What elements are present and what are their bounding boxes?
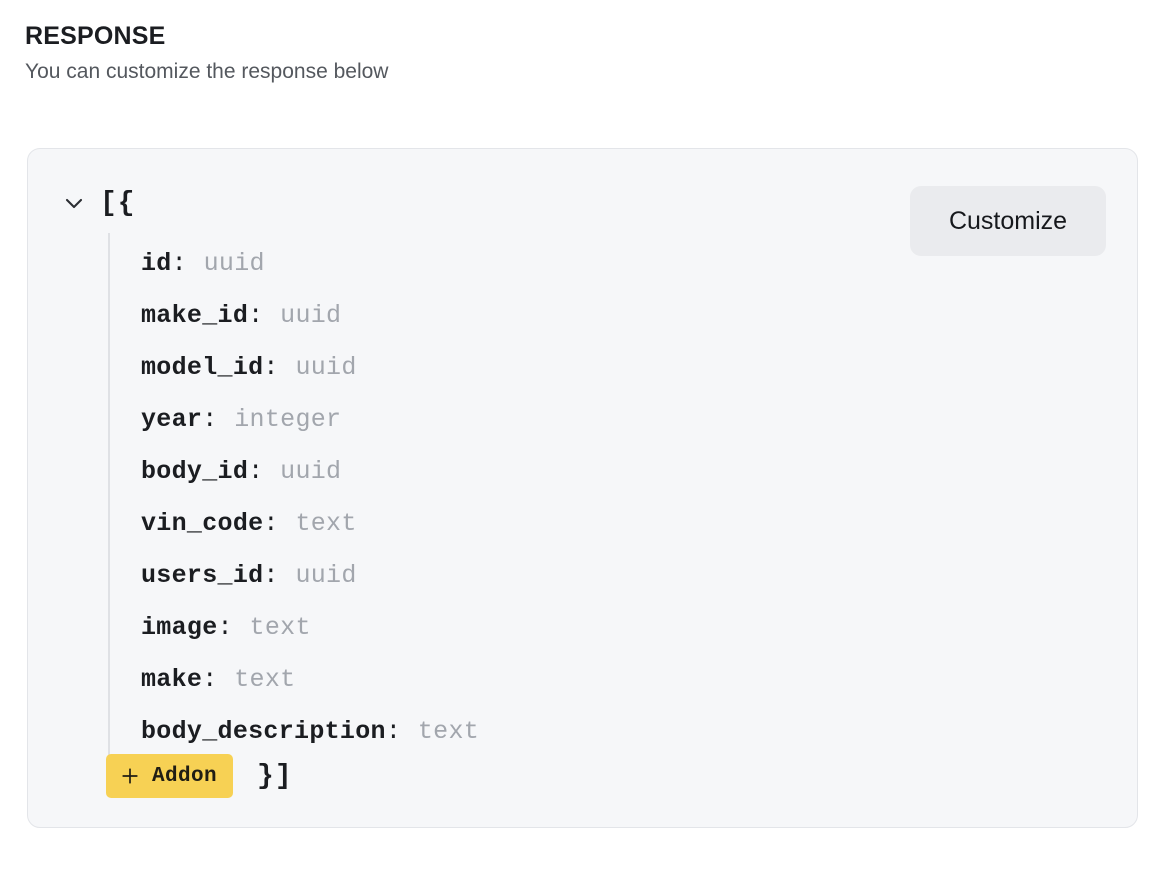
bracket-close: }] <box>257 760 293 792</box>
field-key: image <box>141 612 218 642</box>
field-colon: : <box>263 508 279 538</box>
field-type: text <box>234 664 296 694</box>
bracket-open: [{ <box>100 187 136 219</box>
table-row[interactable]: body_id: uuid <box>141 445 479 497</box>
table-row[interactable]: model_id: uuid <box>141 341 479 393</box>
response-schema-panel: Customize [{ id: uuid make_id: <box>27 148 1138 828</box>
page-header: RESPONSE You can customize the response … <box>25 21 1125 86</box>
field-colon: : <box>202 664 218 694</box>
table-row[interactable]: id: uuid <box>141 237 479 289</box>
field-key: make <box>141 664 203 694</box>
field-key: id <box>141 248 172 278</box>
schema-root-row: [{ <box>57 185 136 221</box>
field-type: uuid <box>280 300 342 330</box>
field-type: uuid <box>203 248 265 278</box>
field-colon: : <box>385 716 401 746</box>
field-colon: : <box>263 560 279 590</box>
field-type: text <box>295 508 357 538</box>
field-type: uuid <box>295 352 357 382</box>
add-addon-button[interactable]: Addon <box>106 754 234 798</box>
field-key: users_id <box>141 560 264 590</box>
field-colon: : <box>263 352 279 382</box>
table-row[interactable]: make: text <box>141 653 479 705</box>
field-type: text <box>417 716 480 746</box>
field-key: year <box>141 404 203 434</box>
field-key: body_id <box>141 456 249 486</box>
field-colon: : <box>202 404 218 434</box>
customize-button-label: Customize <box>948 206 1068 235</box>
table-row[interactable]: image: text <box>141 601 479 653</box>
page-subtitle: You can customize the response below <box>25 60 389 83</box>
table-row[interactable]: vin_code: text <box>141 497 479 549</box>
field-type: integer <box>234 404 342 434</box>
schema-field-list: id: uuid make_id: uuid model_id: uuid ye… <box>141 237 479 757</box>
field-type: uuid <box>295 560 357 590</box>
field-colon: : <box>217 612 233 642</box>
chevron-down-icon[interactable] <box>57 186 91 220</box>
field-key: body_description <box>141 716 386 746</box>
table-row[interactable]: year: integer <box>141 393 479 445</box>
customize-button[interactable]: Customize <box>910 186 1106 256</box>
indent-guide-line <box>108 233 110 756</box>
table-row[interactable]: make_id: uuid <box>141 289 479 341</box>
field-type: uuid <box>280 456 342 486</box>
field-key: make_id <box>141 300 249 330</box>
field-key: vin_code <box>141 508 264 538</box>
addon-button-label: Addon <box>152 764 218 788</box>
schema-footer-row: Addon }] <box>106 754 293 798</box>
field-colon: : <box>248 300 264 330</box>
plus-icon <box>120 766 140 786</box>
field-colon: : <box>248 456 264 486</box>
field-type: text <box>249 612 311 642</box>
page-title: RESPONSE <box>25 22 166 50</box>
table-row[interactable]: users_id: uuid <box>141 549 479 601</box>
table-row[interactable]: body_description: text <box>141 705 479 757</box>
field-key: model_id <box>141 352 264 382</box>
field-colon: : <box>171 248 187 278</box>
